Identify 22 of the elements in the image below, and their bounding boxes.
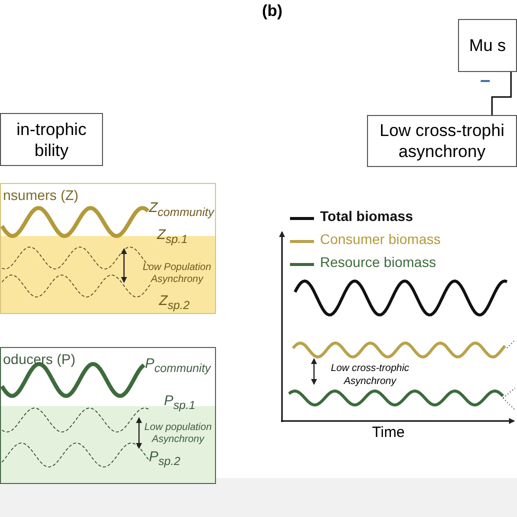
- legend-text: Consumer biomass: [320, 231, 441, 247]
- axis-title: Time: [372, 424, 405, 441]
- annotation-text: Low population Asynchrony: [143, 422, 213, 446]
- text-box: Low cross-trophi asynchrony: [367, 115, 517, 167]
- plot-panel: [0, 183, 216, 314]
- series-label: Z$_{sp.2}$: [159, 292, 190, 312]
- legend-text: Total biomass: [320, 208, 414, 224]
- text-box: Mu s: [458, 19, 517, 72]
- connector-line: [491, 72, 512, 115]
- panel-title: nsumers (Z): [3, 187, 78, 203]
- panel-title: oducers (P): [3, 351, 76, 367]
- text-box: in-trophic bility: [0, 113, 103, 166]
- series-label: P$_{sp.2}$: [149, 448, 180, 468]
- series-label: Z$_{sp.1}$: [157, 226, 188, 246]
- legend-text: Resource biomass: [320, 254, 436, 270]
- series-label: P$_{sp.1}$: [164, 392, 196, 412]
- series-label: Z$_{community}$: [149, 199, 214, 219]
- panel-letter: (b): [262, 3, 282, 21]
- series-label: P$_{community}$: [145, 355, 211, 375]
- annotation-text: Low cross-trophic Asynchrony: [330, 362, 410, 388]
- annotation-text: Low Population Asynchrony: [142, 262, 212, 286]
- plot-panel: [0, 347, 216, 484]
